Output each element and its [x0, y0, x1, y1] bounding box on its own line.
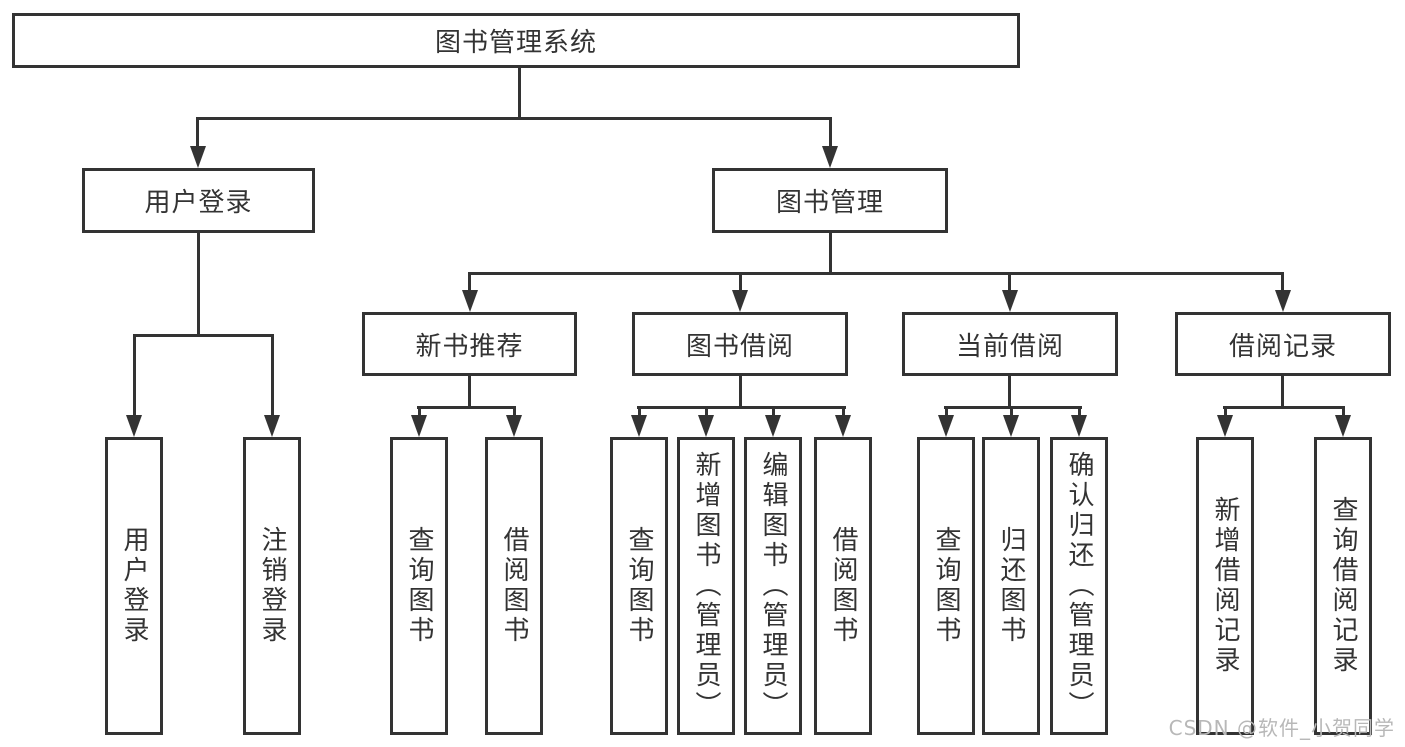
- leaf-label: 查询图书: [931, 526, 961, 646]
- arrowhead-down: [1002, 290, 1018, 312]
- arrowhead-down: [698, 415, 714, 437]
- connector-line: [739, 272, 742, 292]
- node-new-book-recommend: 新书推荐: [362, 312, 577, 376]
- connector-line: [418, 406, 421, 417]
- node-current-borrow: 当前借阅: [902, 312, 1118, 376]
- arrowhead-down: [1003, 415, 1019, 437]
- arrowhead-down: [1275, 290, 1291, 312]
- connector-line: [638, 406, 641, 417]
- arrowhead-down: [264, 415, 280, 437]
- arrowhead-down: [126, 415, 142, 437]
- leaf-label: 用户登录: [119, 526, 149, 646]
- arrowhead-down: [822, 146, 838, 168]
- arrowhead-down: [631, 415, 647, 437]
- connector-line: [133, 334, 136, 417]
- leaf-label: 归还图书: [996, 526, 1026, 646]
- connector-line: [772, 406, 775, 417]
- connector-line: [842, 406, 845, 417]
- node-borrow-records: 借阅记录: [1175, 312, 1391, 376]
- connector-line: [468, 272, 471, 292]
- node-book-management-label: 图书管理: [775, 188, 884, 218]
- leaf-borrow-query-books: 查询图书: [610, 437, 668, 735]
- connector-line: [1078, 406, 1081, 417]
- csdn-watermark: CSDN @软件_小贺同学: [1168, 716, 1395, 740]
- connector-line: [829, 233, 832, 275]
- connector-line: [468, 376, 471, 409]
- arrowhead-down: [1071, 415, 1087, 437]
- node-book-borrow: 图书借阅: [632, 312, 848, 376]
- leaf-label: 借阅图书: [828, 526, 858, 646]
- arrowhead-down: [462, 290, 478, 312]
- node-user-login: 用户登录: [82, 168, 315, 233]
- leaf-recommend-borrow-books: 借阅图书: [485, 437, 543, 735]
- node-new-book-recommend-label: 新书推荐: [415, 331, 524, 362]
- connector-line: [739, 376, 742, 409]
- arrowhead-down: [835, 415, 851, 437]
- connector-line: [1223, 406, 1345, 409]
- connector-line: [829, 117, 832, 147]
- connector-line: [197, 233, 200, 337]
- leaf-label: 编辑图书（管理员）: [758, 451, 788, 721]
- node-borrow-records-label: 借阅记录: [1228, 331, 1337, 362]
- connector-line: [1281, 376, 1284, 409]
- leaf-add-borrow-record: 新增借阅记录: [1196, 437, 1254, 735]
- leaf-edit-books-admin: 编辑图书（管理员）: [744, 437, 802, 735]
- leaf-query-borrow-record: 查询借阅记录: [1314, 437, 1372, 735]
- leaf-label: 新增图书（管理员）: [691, 451, 721, 721]
- leaf-label: 确认归还（管理员）: [1064, 451, 1094, 721]
- leaf-label: 注销登录: [257, 526, 287, 646]
- leaf-logout: 注销登录: [243, 437, 301, 735]
- leaf-add-books-admin: 新增图书（管理员）: [677, 437, 735, 735]
- node-user-login-label: 用户登录: [144, 188, 253, 218]
- connector-line: [271, 334, 274, 417]
- arrowhead-down: [190, 146, 206, 168]
- connector-line: [196, 117, 199, 147]
- arrowhead-down: [732, 290, 748, 312]
- connector-line: [1224, 406, 1227, 417]
- arrowhead-down: [411, 415, 427, 437]
- connector-line: [417, 406, 516, 409]
- arrowhead-down: [765, 415, 781, 437]
- arrowhead-down: [938, 415, 954, 437]
- connector-line: [944, 406, 1082, 409]
- connector-line: [637, 406, 846, 409]
- connector-line: [1342, 406, 1345, 417]
- leaf-current-query-books: 查询图书: [917, 437, 975, 735]
- connector-line: [1008, 272, 1011, 292]
- leaf-label: 查询图书: [624, 526, 654, 646]
- leaf-user-login: 用户登录: [105, 437, 163, 735]
- connector-line: [1010, 406, 1013, 417]
- arrowhead-down: [1217, 415, 1233, 437]
- connector-level2-bus: [196, 117, 832, 120]
- leaf-return-books: 归还图书: [982, 437, 1040, 735]
- leaf-label: 新增借阅记录: [1210, 496, 1240, 676]
- arrowhead-down: [506, 415, 522, 437]
- leaf-recommend-query-books: 查询图书: [390, 437, 448, 735]
- connector-line: [513, 406, 516, 417]
- connector-user-login-bus: [133, 334, 274, 337]
- node-current-borrow-label: 当前借阅: [955, 331, 1064, 362]
- connector-root-trunk: [518, 68, 521, 120]
- node-book-management: 图书管理: [712, 168, 948, 233]
- node-book-borrow-label: 图书借阅: [685, 331, 794, 362]
- node-root-label: 图书管理系统: [434, 28, 597, 58]
- arrowhead-down: [1335, 415, 1351, 437]
- leaf-confirm-return-admin: 确认归还（管理员）: [1050, 437, 1108, 735]
- leaf-label: 查询借阅记录: [1328, 496, 1358, 676]
- connector-line: [1281, 272, 1284, 292]
- node-root: 图书管理系统: [12, 13, 1020, 68]
- connector-line: [1008, 376, 1011, 409]
- connector-level3-bus: [468, 272, 1284, 275]
- connector-line: [705, 406, 708, 417]
- leaf-borrow-books: 借阅图书: [814, 437, 872, 735]
- leaf-label: 借阅图书: [499, 526, 529, 646]
- connector-line: [945, 406, 948, 417]
- leaf-label: 查询图书: [404, 526, 434, 646]
